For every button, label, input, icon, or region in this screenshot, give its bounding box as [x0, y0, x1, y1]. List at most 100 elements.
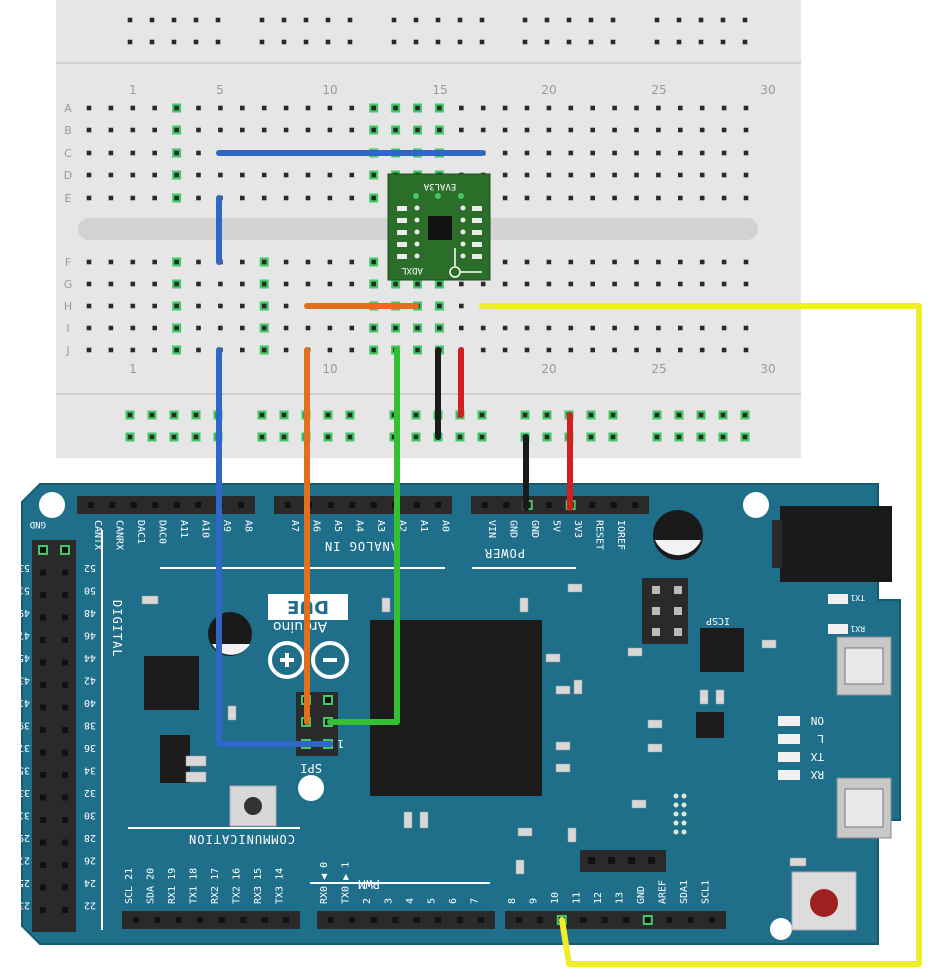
breadboard-hole: [502, 150, 508, 156]
breadboard-hole: [130, 127, 136, 133]
status-led-label: TX: [810, 750, 824, 763]
smd-part: [761, 639, 777, 649]
breadboard-hole: [283, 105, 289, 111]
rail-hole: [654, 412, 660, 418]
breadboard-hole: [678, 105, 683, 111]
rail-hole: [588, 412, 594, 418]
breadboard-hole: [218, 127, 223, 133]
power-pin-label: GND: [507, 520, 518, 538]
breadboard-hole: [196, 347, 201, 353]
breadboard-hole: [130, 105, 136, 111]
smd-part: [185, 771, 207, 783]
breadboard-hole: [437, 281, 442, 287]
rail-hole: [303, 39, 309, 45]
breadboard-hole: [327, 195, 333, 201]
icsp-label: ICSP: [706, 615, 730, 626]
rail-hole: [588, 434, 594, 440]
breadboard-hole: [393, 325, 398, 331]
breadboard-hole: [437, 127, 442, 133]
header-pin: [284, 502, 291, 508]
breadboard-hole: [349, 195, 355, 201]
icsp-pin: [652, 607, 660, 615]
breadboard-hole: [130, 259, 136, 265]
breadboard-hole: [327, 127, 333, 133]
breadboard-hole: [480, 347, 486, 353]
smd-part: [789, 857, 807, 867]
breadboard-hole: [524, 172, 530, 178]
breadboard-hole: [678, 281, 683, 287]
breadboard-hole: [721, 259, 727, 265]
row-letter: J: [65, 344, 69, 357]
digital-pin-label-left: 25: [18, 877, 30, 888]
breadboard-hole: [546, 127, 552, 133]
header-pin: [40, 614, 46, 621]
mounting-hole: [743, 492, 769, 518]
breadboard-hole: [612, 195, 617, 201]
header-pin: [283, 917, 290, 923]
breadboard-hole: [86, 259, 92, 265]
breadboard-hole: [656, 105, 661, 111]
smd-components: [141, 583, 807, 875]
header-pin: [40, 839, 46, 846]
breadboard-hole: [152, 259, 157, 265]
plus-glyph-icon: [280, 653, 294, 667]
smd-part: [647, 743, 663, 753]
status-led-label: RX: [810, 768, 824, 781]
sensor-chip: [428, 216, 452, 240]
digital-pin-label-left: 31: [18, 810, 30, 821]
breadboard-hole: [196, 325, 201, 331]
tx1-led: [828, 594, 848, 604]
header-pin: [197, 917, 204, 923]
breadboard-divider-bottom: [56, 393, 801, 395]
smd-part: [227, 705, 237, 721]
rail-hole: [149, 412, 155, 418]
smd-part: [515, 859, 525, 875]
header-pin: [62, 749, 68, 756]
breadboard-hole: [590, 150, 595, 156]
breadboard-hole: [218, 172, 223, 178]
breadboard-hole: [261, 172, 267, 178]
breadboard-hole: [634, 150, 639, 156]
breadboard-hole: [612, 325, 617, 331]
mounting-hole: [770, 918, 792, 940]
breadboard-hole: [152, 172, 157, 178]
smd-part: [699, 689, 709, 705]
header-pin: [62, 704, 68, 711]
header-pin: [154, 917, 161, 923]
rail-hole: [742, 412, 748, 418]
via: [681, 802, 687, 808]
breadboard-hole: [678, 172, 683, 178]
right-pin-label: 9: [528, 898, 539, 904]
breadboard-hole: [459, 303, 464, 309]
breadboard-hole: [240, 281, 245, 287]
digital-pin-label-right: 36: [84, 742, 96, 753]
header-pin: [623, 917, 630, 923]
breadboard-hole: [152, 347, 157, 353]
breadboard-hole: [656, 259, 661, 265]
breadboard-hole: [218, 281, 223, 287]
breadboard-hole: [721, 347, 727, 353]
header-pin: [40, 772, 46, 778]
usb-port-inner: [844, 647, 884, 685]
breadboard-hole: [459, 127, 464, 133]
comm-pin-label: TX2 16: [231, 868, 242, 904]
breadboard-hole: [371, 127, 376, 133]
breadboard-hole: [656, 195, 661, 201]
header-pin: [435, 917, 442, 923]
breadboard-hole: [590, 281, 595, 287]
breadboard-hole: [656, 325, 661, 331]
rail-hole: [588, 39, 594, 45]
breadboard-hole: [437, 303, 442, 309]
via: [673, 829, 679, 835]
header-pin: [40, 682, 46, 688]
rx1-label: RX1: [850, 624, 865, 633]
header-pwm: [317, 911, 495, 929]
sensor-pad: [397, 206, 407, 211]
rail-hole: [610, 412, 616, 418]
rail-hole: [698, 39, 704, 45]
breadboard-hole: [86, 127, 92, 133]
top-left-pin-label: DAC0: [156, 520, 167, 544]
breadboard-hole: [371, 347, 376, 353]
rail-hole: [566, 17, 572, 23]
header-pin: [435, 502, 442, 508]
